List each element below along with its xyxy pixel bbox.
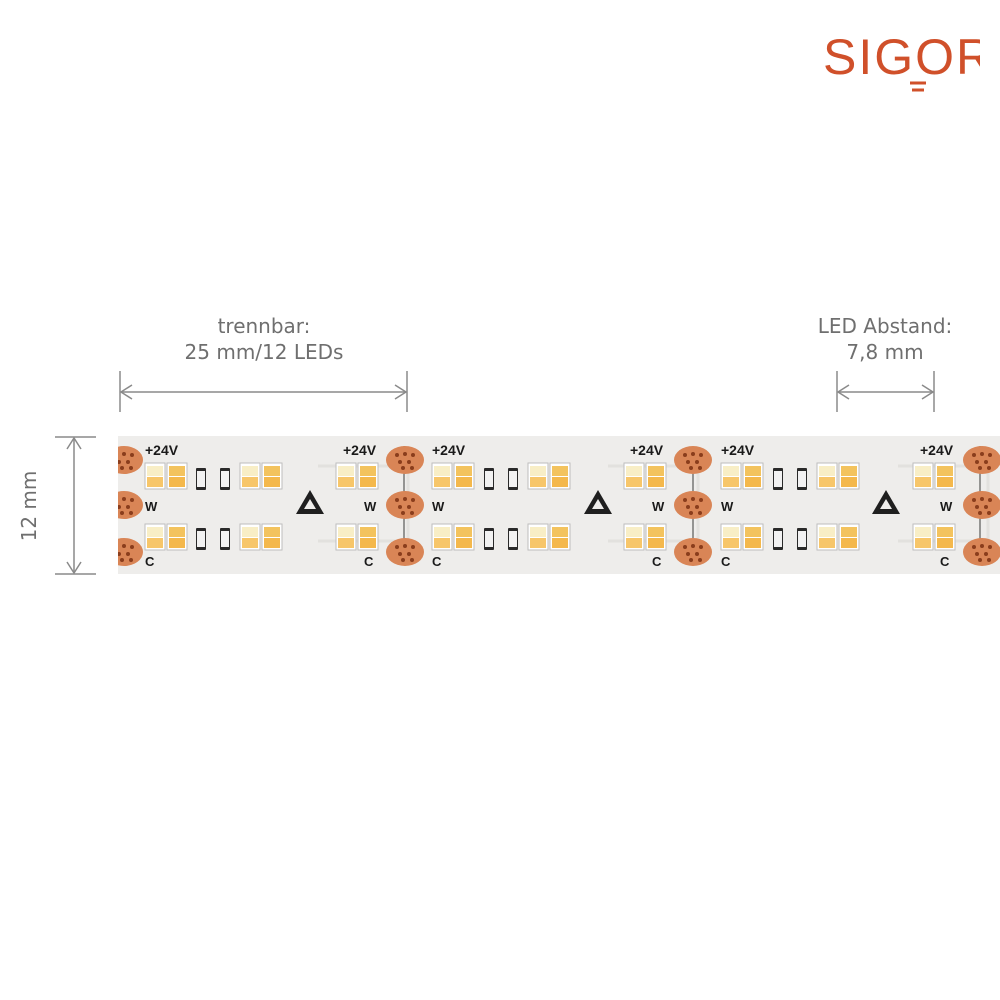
- resistor: [220, 528, 230, 550]
- cold-channel-label: C: [940, 554, 950, 569]
- resistor: [484, 528, 494, 550]
- cold-channel-label: C: [432, 554, 442, 569]
- solder-pad: [386, 538, 424, 566]
- led-pitch-value: 7,8 mm: [846, 340, 924, 364]
- cut-length-title: trennbar:: [217, 314, 311, 338]
- solder-pad: [674, 491, 712, 519]
- voltage-label: +24V: [721, 442, 755, 458]
- resistor: [797, 528, 807, 550]
- strip-pcb: [118, 436, 1000, 574]
- solder-pad: [386, 491, 424, 519]
- warm-channel-label: W: [432, 499, 445, 514]
- resistor: [773, 528, 783, 550]
- voltage-label: +24V: [432, 442, 466, 458]
- cut-length-arrow: [119, 371, 408, 412]
- solder-pad: [963, 538, 1000, 566]
- resistor: [196, 468, 206, 490]
- cut-length-value: 25 mm/12 LEDs: [184, 340, 344, 364]
- cut-length-label: trennbar: 25 mm/12 LEDs: [120, 313, 408, 365]
- resistor: [773, 468, 783, 490]
- voltage-label: +24V: [630, 442, 664, 458]
- cold-channel-label: C: [145, 554, 155, 569]
- warm-channel-label: W: [145, 499, 158, 514]
- voltage-label: +24V: [920, 442, 954, 458]
- resistor: [508, 468, 518, 490]
- resistor: [508, 528, 518, 550]
- warm-channel-label: W: [721, 499, 734, 514]
- resistor: [797, 468, 807, 490]
- solder-pad: [963, 491, 1000, 519]
- solder-pad: [386, 446, 424, 474]
- led-pitch-label: LED Abstand: 7,8 mm: [790, 313, 980, 365]
- solder-pad: [674, 538, 712, 566]
- resistor: [196, 528, 206, 550]
- resistor: [484, 468, 494, 490]
- strip-width-arrow: [55, 436, 96, 575]
- led-pitch-title: LED Abstand:: [817, 314, 953, 338]
- warm-channel-label: W: [652, 499, 665, 514]
- led-pitch-arrow: [836, 371, 935, 412]
- cold-channel-label: C: [364, 554, 374, 569]
- strip-width-label: 12 mm: [17, 470, 41, 542]
- voltage-label: +24V: [145, 442, 179, 458]
- warm-channel-label: W: [940, 499, 953, 514]
- cold-channel-label: C: [721, 554, 731, 569]
- sigor-logo: SIGOR: [823, 29, 980, 92]
- led-strip: +24V W C +24V W C +24V W C +24V W C +24V…: [118, 436, 1000, 574]
- logo-wordmark: SIGOR: [823, 29, 980, 85]
- voltage-label: +24V: [343, 442, 377, 458]
- cold-channel-label: C: [652, 554, 662, 569]
- warm-channel-label: W: [364, 499, 377, 514]
- resistor: [220, 468, 230, 490]
- solder-pad: [674, 446, 712, 474]
- solder-pad: [963, 446, 1000, 474]
